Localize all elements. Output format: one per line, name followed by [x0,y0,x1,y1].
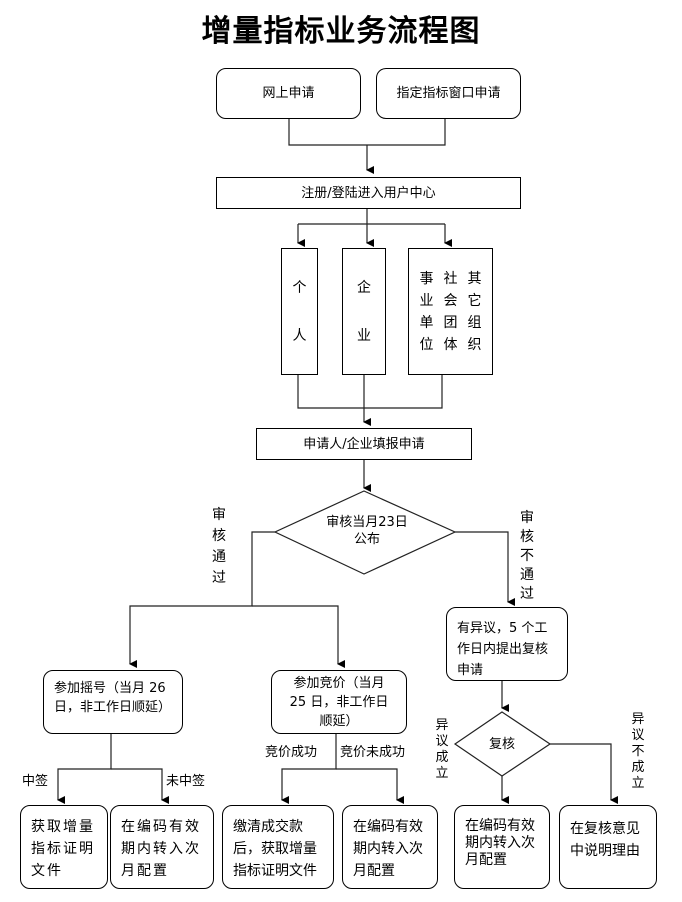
node-individual-label: 个人 [292,279,307,344]
arrow-to-explain-reason [550,743,618,804]
node-other-org-col1: 事业单位 [419,270,434,353]
label-bid-success: 竞价成功 [265,745,318,760]
node-transfer-lottery: 在编码有效期内转入次月配置 [110,805,214,889]
review-decision-diamond [273,490,457,575]
node-recheck-label: 复核 [488,737,515,752]
node-online-apply: 网上申请 [216,68,361,119]
arrow-to-pay-get-cert [281,733,337,804]
arrow-to-objection [455,531,515,606]
label-objection-upheld: 异议成立 [435,718,449,781]
label-review-pass: 审核通过 [212,507,226,586]
node-transfer-bidding: 在编码有效期内转入次月配置 [342,805,438,889]
arrow-to-get-cert-lottery [57,733,112,804]
arrow-to-lottery [129,531,275,668]
node-objection: 有异议，5 个工作日内提出复核申请 [446,607,568,681]
node-individual: 个人 [281,248,318,375]
arrow-to-transfer-bidding [336,768,404,804]
arrow-to-bidding [252,605,345,668]
recheck-diamond [453,711,552,777]
node-explain-reason: 在复核意见中说明理由 [559,805,657,889]
node-bidding: 参加竞价（当月 25 日，非工作日顺延） [271,670,407,734]
node-enterprise-label: 企业 [357,279,371,344]
node-fill-apply: 申请人/企业填报申请 [256,428,472,460]
node-transfer-recheck: 在编码有效期内转入次月配置 [454,805,550,889]
node-other-org-col2: 社会团体 [443,270,458,353]
node-get-cert-lottery: 获取增量指标证明文件 [20,805,108,889]
label-won-lottery: 中签 [22,774,49,789]
node-other-org-col3: 其它组织 [467,270,482,353]
connector-register-split [298,208,445,225]
node-lottery: 参加摇号（当月 26 日，非工作日顺延） [43,670,183,734]
chart-title: 增量指标业务流程图 [201,14,481,49]
arrow-to-transfer-lottery [111,768,169,804]
node-review-decision-label: 审核当月23日公布 [326,515,408,547]
node-other-org: 事业单位 社会团体 其它组织 [408,248,493,375]
node-register: 注册/登陆进入用户中心 [216,177,521,209]
label-objection-rejected: 异议不成立 [631,712,645,791]
connector-bottom-merge [297,374,443,409]
label-review-fail: 审核不通过 [520,510,534,602]
connector-top-merge [288,118,446,146]
label-not-won-lottery: 未中签 [166,774,206,789]
node-pay-get-cert: 缴清成交款后，获取增量指标证明文件 [222,805,334,889]
label-bid-fail: 竞价未成功 [340,745,406,760]
node-enterprise: 企业 [342,248,386,375]
node-window-apply: 指定指标窗口申请 [376,68,521,119]
